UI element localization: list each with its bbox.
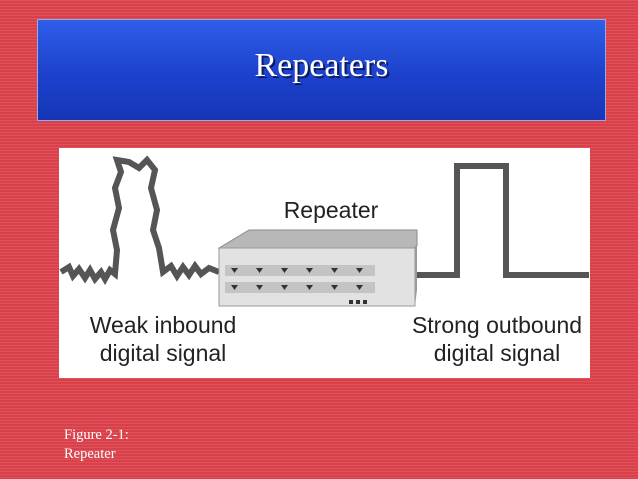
caption-line-1: Figure 2-1: [64,427,129,443]
inbound-label-line1: Weak inbound [90,312,237,338]
slide-title: Repeaters [254,47,389,84]
device-label: Repeater [284,197,379,223]
weak-signal-waveform [59,155,221,286]
outbound-label-line2: digital signal [434,340,561,366]
repeater-diagram: Repeater Weak inbound digital signal Str… [59,155,589,366]
repeater-figure: Repeater Weak inbound digital signal Str… [59,148,590,378]
figure-caption: Figure 2-1: Repeater [64,426,129,464]
repeater-device [217,229,418,307]
outbound-label-line1: Strong outbound [412,312,582,338]
caption-line-2: Repeater [64,446,116,462]
strong-signal-waveform [417,163,589,278]
inbound-label-line2: digital signal [100,340,227,366]
title-banner: Repeaters [37,19,606,121]
